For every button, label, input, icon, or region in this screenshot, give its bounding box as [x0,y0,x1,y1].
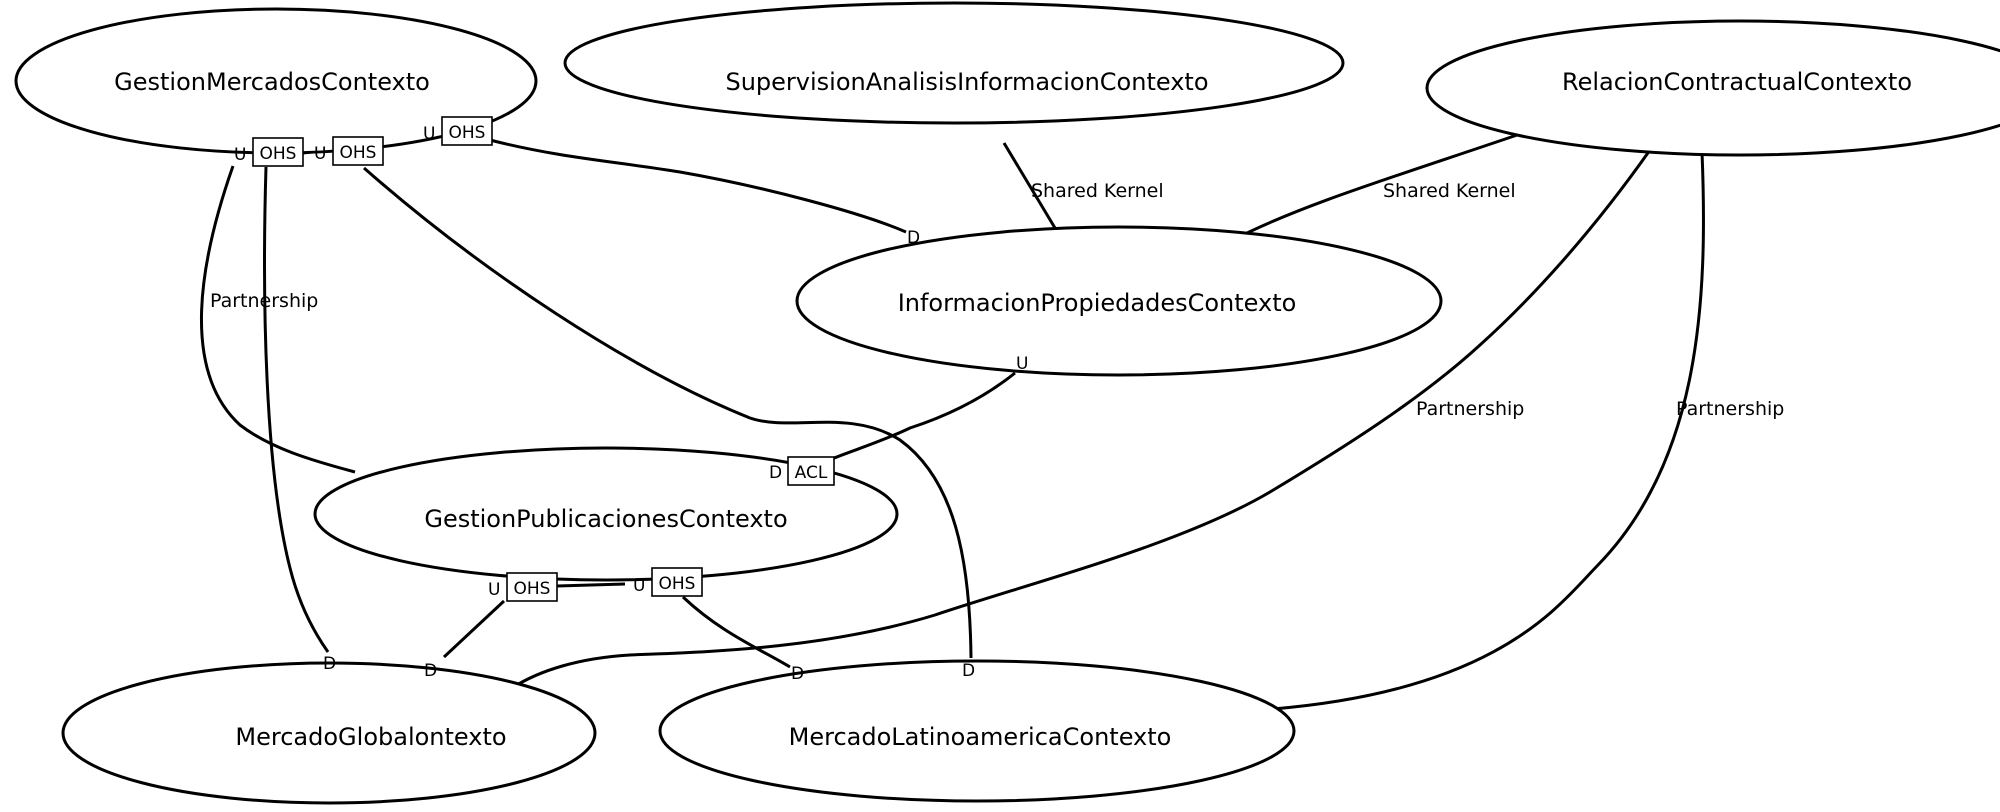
ohs-tag: OHS [252,137,304,167]
relationship-label-shared-kernel: Shared Kernel [1383,180,1516,202]
relationship-label-partnership: Partnership [1416,398,1524,420]
edge-relacion-mercadoglobal-partnership [511,149,1652,690]
ohs-tag: OHS [651,567,703,597]
edge-gestionpublicaciones-to-mercadoglobal [442,599,506,659]
edge-publicaciones-ohs-connector [556,582,626,588]
context-label: SupervisionAnalisisInformacionContexto [725,68,1208,96]
edge-relacion-informacionpropiedades-sharedkernel [1232,131,1524,242]
context-gestion-publicaciones[interactable]: GestionPublicacionesContexto [313,446,899,582]
downstream-marker: D [769,463,782,483]
edge-gestionmercados-to-mercadolatinoamerica [363,166,973,659]
ohs-tag: OHS [441,116,493,146]
upstream-marker: U [314,144,326,164]
downstream-marker: D [323,654,336,674]
context-label: GestionMercadosContexto [114,68,430,96]
downstream-marker: D [907,228,920,248]
ohs-tag: OHS [332,136,384,166]
edge-informacionpropiedades-to-gestionpublicaciones-acl [833,371,1016,460]
svg-text:ACL: ACL [795,463,828,483]
svg-text:OHS: OHS [514,579,551,599]
edge-gestionmercados-to-informacionpropiedades [489,138,907,234]
context-gestion-mercados[interactable]: GestionMercadosContexto [14,7,538,155]
relationship-label-partnership: Partnership [210,290,318,312]
edge-gestionmercados-to-mercadoglobal [263,166,330,653]
edge-supervision-informacionpropiedades-sharedkernel [1002,142,1057,229]
acl-tag: ACL [787,456,835,486]
role-markers: U U U D U D U U D D D D [234,124,1028,684]
context-label: RelacionContractualContexto [1562,68,1912,96]
relationship-tags: OHS OHS OHS ACL OHS OHS [252,116,835,602]
context-mercado-latinoamerica[interactable]: MercadoLatinoamericaContexto [658,659,1296,803]
svg-text:OHS: OHS [659,574,696,594]
edge-relacion-mercadolatinoamerica-partnership [1272,151,1705,711]
downstream-marker: D [791,664,804,684]
downstream-marker: D [424,661,437,681]
edge-gestionmercados-gestionpublicaciones-partnership [200,165,356,474]
svg-text:OHS: OHS [340,143,377,163]
upstream-marker: U [234,145,246,165]
upstream-marker: U [423,124,435,144]
context-label: MercadoLatinoamericaContexto [789,723,1172,751]
upstream-marker: U [1016,354,1028,374]
relationship-labels: Partnership Shared Kernel Shared Kernel … [210,180,1784,420]
context-informacion-propiedades[interactable]: InformacionPropiedadesContexto [795,225,1443,377]
relationship-label-shared-kernel: Shared Kernel [1031,180,1164,202]
context-supervision-analisis[interactable]: SupervisionAnalisisInformacionContexto [563,1,1345,125]
upstream-marker: U [488,580,500,600]
context-label: InformacionPropiedadesContexto [898,289,1297,317]
downstream-marker: D [962,661,975,681]
context-mercado-global[interactable]: MercadoGlobalontexto [61,661,597,805]
relationship-edges [200,131,1705,711]
edge-gestionpublicaciones-to-mercadolatinoamerica [681,595,791,669]
context-label: MercadoGlobalontexto [235,723,506,751]
svg-text:OHS: OHS [260,144,297,164]
context-relacion-contractual[interactable]: RelacionContractualContexto [1425,19,2000,157]
upstream-marker: U [633,576,645,596]
ohs-tag: OHS [506,572,558,602]
context-label: GestionPublicacionesContexto [424,505,787,533]
relationship-label-partnership: Partnership [1676,398,1784,420]
svg-text:OHS: OHS [449,123,486,143]
